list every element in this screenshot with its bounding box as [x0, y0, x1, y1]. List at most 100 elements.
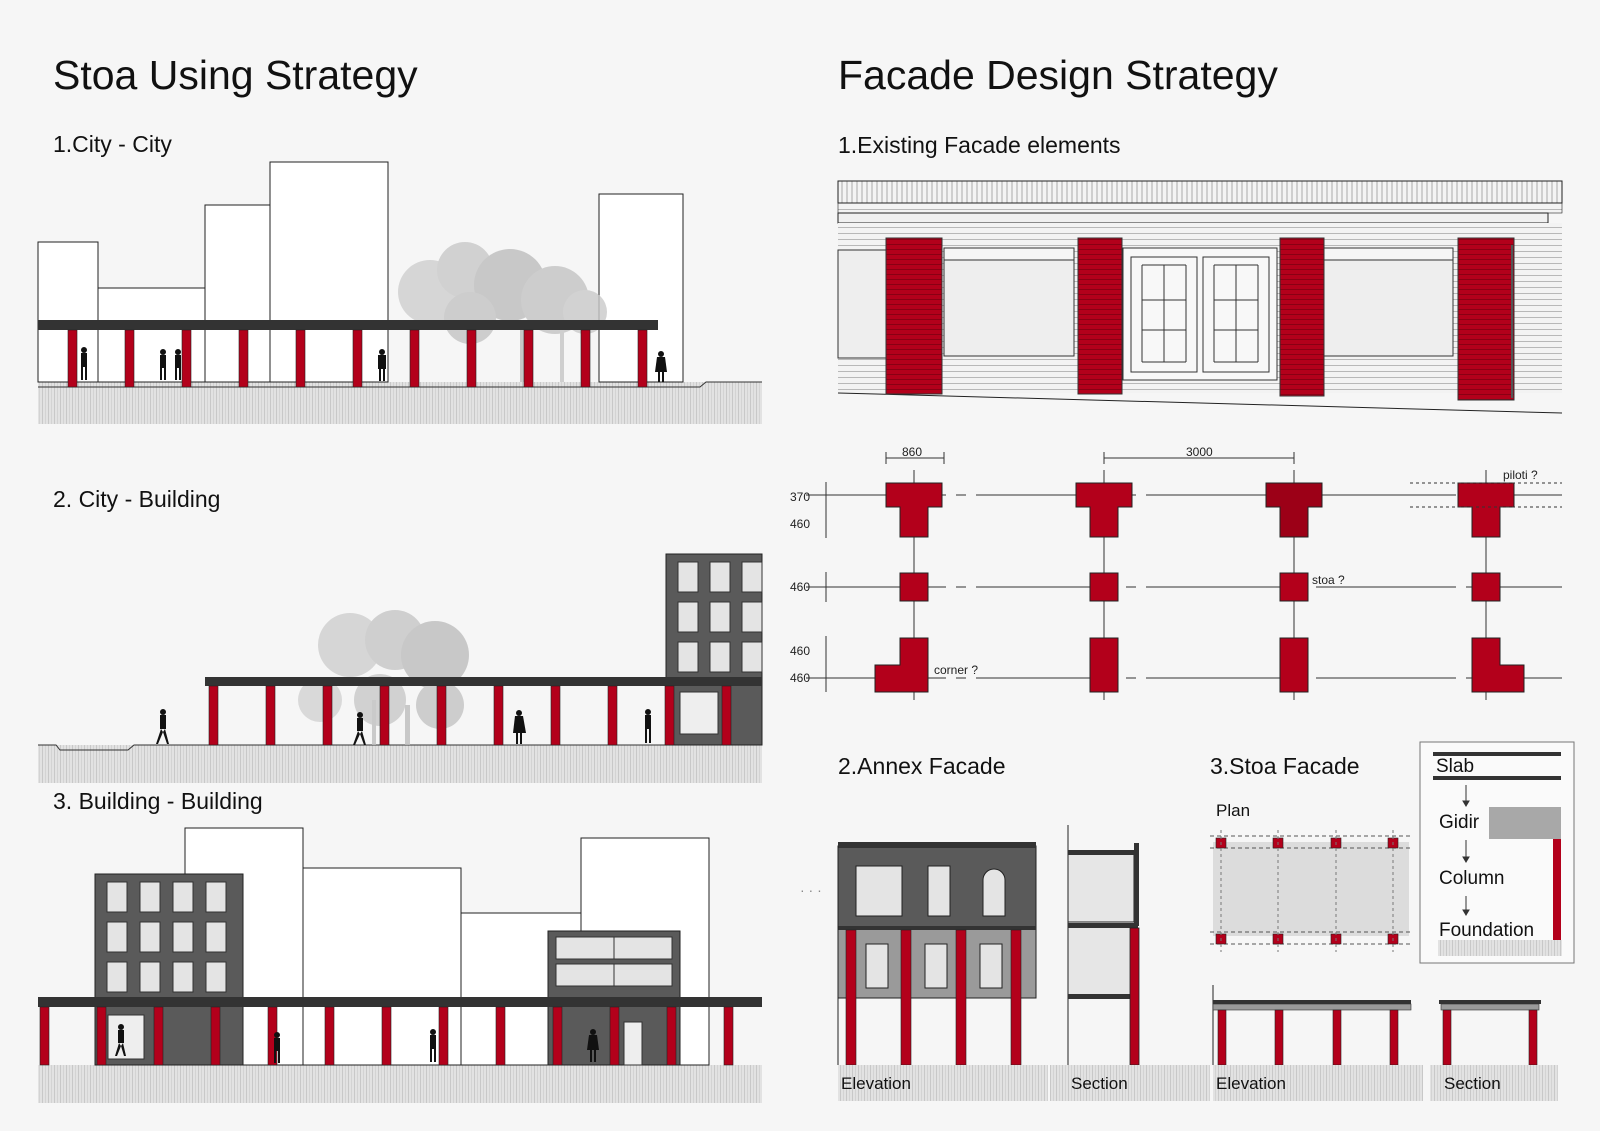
- annex-facade-section: [1050, 825, 1210, 1101]
- stoa-column: [523, 329, 534, 388]
- window: [139, 881, 161, 913]
- existing-facade-elevation: [837, 180, 1563, 414]
- stoa-column: [438, 1006, 449, 1066]
- stoa-column: [181, 329, 192, 388]
- building-door: [107, 1014, 145, 1060]
- note-piloti: piloti ?: [1503, 468, 1538, 482]
- column-section-t: [885, 482, 943, 538]
- column-section-l: [1471, 637, 1525, 693]
- stoa-column: [381, 1006, 392, 1066]
- stoa-column: [379, 685, 390, 746]
- label-plan: Plan: [1216, 801, 1251, 820]
- window: [709, 561, 731, 593]
- section-city-building: 2. City - Building: [53, 486, 221, 512]
- column-plan-grid: [806, 452, 1562, 700]
- window: [172, 961, 194, 993]
- legend-slab: Slab: [1436, 756, 1475, 777]
- label-annex-section: Section: [1071, 1074, 1128, 1093]
- stoa-column: [580, 329, 591, 388]
- stoa-column: [495, 1006, 506, 1066]
- stoa-columns: [39, 1006, 734, 1066]
- dimension-3000: 3000: [1186, 445, 1213, 459]
- stoa-column: [1010, 929, 1022, 1066]
- column-section-square: [1471, 572, 1501, 602]
- dimension-460: 460: [790, 517, 811, 531]
- window: [741, 561, 763, 593]
- stoa-elevation-columns: [1217, 1009, 1399, 1066]
- column-section-rect: [1089, 637, 1119, 693]
- dimension-460: 460: [790, 580, 811, 594]
- tree-silhouette: [298, 610, 469, 745]
- component-legend: [1419, 741, 1575, 964]
- stoa-column: [1217, 1009, 1227, 1066]
- window: [139, 921, 161, 953]
- section-annex-facade: 2.Annex Facade: [838, 753, 1006, 779]
- column-section-l: [874, 637, 929, 693]
- column-section-square: [899, 572, 929, 602]
- stoa-columns: [67, 329, 648, 388]
- column-section-t: [1457, 482, 1515, 538]
- legend-foundation: Foundation: [1439, 920, 1535, 941]
- window: [741, 641, 763, 673]
- facade-pier: [885, 237, 943, 395]
- stoa-column: [324, 1006, 335, 1066]
- dimension-460: 460: [790, 671, 811, 685]
- stoa-column: [153, 1006, 164, 1066]
- facade-strategy-title: Facade Design Strategy: [838, 52, 1278, 98]
- window: [677, 561, 699, 593]
- window: [205, 961, 227, 993]
- section-city-city: 1.City - City: [53, 131, 172, 157]
- stoa-column: [900, 929, 912, 1066]
- legend-column: Column: [1439, 868, 1505, 889]
- stoa-column: [845, 929, 857, 1066]
- stoa-column: [550, 685, 561, 746]
- stoa-column: [265, 685, 276, 746]
- stoa-facade-plan: [1210, 830, 1412, 952]
- stoa-column: [1274, 1009, 1284, 1066]
- column-section-t: [1265, 482, 1323, 538]
- column-section-square: [1089, 572, 1119, 602]
- building-windows: [677, 561, 763, 673]
- stoa-slab: [38, 997, 762, 1007]
- stoa-column: [607, 685, 618, 746]
- note-stoa: stoa ?: [1312, 573, 1345, 587]
- ground-hatch: [38, 1065, 762, 1103]
- dimension-860: 860: [902, 445, 923, 459]
- stoa-column: [1389, 1009, 1399, 1066]
- stoa-column: [666, 1006, 677, 1066]
- window: [106, 921, 128, 953]
- column-section-square: [1279, 572, 1309, 602]
- dimension-460: 460: [790, 644, 811, 658]
- window: [677, 601, 699, 633]
- stoa-column: [493, 685, 504, 746]
- annex-facade-elevation: [837, 842, 1048, 1101]
- window: [741, 601, 763, 633]
- stoa-column: [295, 329, 306, 388]
- section-building-building: 3. Building - Building: [53, 788, 263, 814]
- stoa-column: [124, 329, 135, 388]
- facade-pier: [1077, 237, 1123, 395]
- stoa-column: [238, 329, 249, 388]
- stoa-column: [552, 1006, 563, 1066]
- stoa-column: [1332, 1009, 1342, 1066]
- building-door: [623, 1021, 643, 1066]
- stoa-column: [436, 685, 447, 746]
- stoa-column: [210, 1006, 221, 1066]
- window: [106, 881, 128, 913]
- dimension-370: 370: [790, 490, 811, 504]
- window: [172, 881, 194, 913]
- facade-pier: [1279, 237, 1325, 397]
- stoa-column: [664, 685, 675, 746]
- stoa-column: [609, 1006, 620, 1066]
- window: [106, 961, 128, 993]
- building-door: [679, 691, 719, 735]
- window: [172, 921, 194, 953]
- building-outline: [269, 161, 389, 383]
- facade-pier: [1457, 237, 1515, 401]
- stoa-columns: [208, 685, 732, 746]
- label-stoa-elevation: Elevation: [1216, 1074, 1286, 1093]
- stoa-column: [322, 685, 333, 746]
- note-corner: corner ?: [934, 663, 979, 677]
